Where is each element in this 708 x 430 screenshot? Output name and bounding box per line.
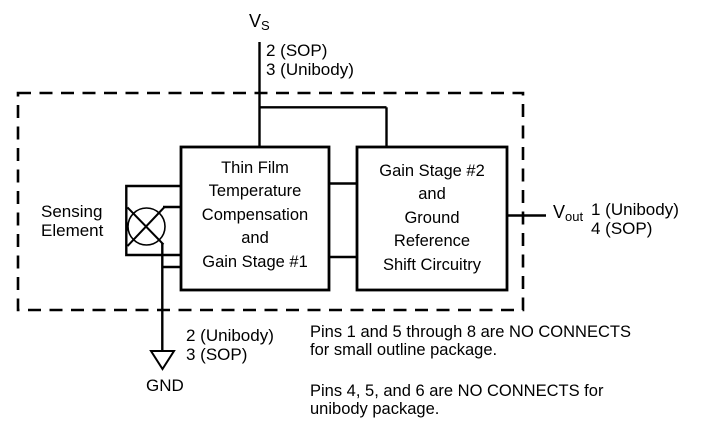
- block2-line5: Shift Circuitry: [382, 255, 482, 274]
- sensing-element-label-line2: Element: [41, 220, 104, 240]
- vs-label-main: V: [249, 11, 262, 31]
- bridge-circle-icon: [127, 207, 166, 246]
- vs-pin-sop: 2 (SOP): [266, 41, 328, 60]
- block2-box: [355, 145, 509, 292]
- block2-label: Gain Stage #2 and Ground Reference Shift…: [357, 147, 507, 290]
- gnd-pin-sop: 3 (SOP): [186, 344, 248, 364]
- vout-pin-list: 1 (Unibody) 4 (SOP): [591, 200, 679, 238]
- vout-label: Vout: [553, 202, 583, 224]
- block1-line1: Thin Film: [221, 158, 289, 177]
- vs-label-subscript: S: [261, 18, 270, 33]
- block2-line3: Ground: [404, 208, 460, 227]
- vs-pin-list: 2 (SOP) 3 (Unibody): [266, 41, 354, 79]
- package-boundary-dashed-border: [16, 91, 525, 312]
- block2-line2: and: [418, 185, 446, 204]
- vs-pin-unibody: 3 (Unibody): [266, 59, 354, 79]
- block1-label: Thin Film Temperature Compensation and G…: [181, 147, 329, 290]
- block1-line4: and: [241, 229, 269, 248]
- sensing-element-label-line1: Sensing: [41, 202, 103, 221]
- pin-notes: Pins 1 and 5 through 8 are NO CONNECTS f…: [310, 323, 631, 418]
- note-unibody-line1: Pins 4, 5, and 6 are NO CONNECTS for: [310, 382, 604, 400]
- note-sop-line1: Pins 1 and 5 through 8 are NO CONNECTS: [310, 323, 631, 341]
- note-unibody-line2: unibody package.: [310, 399, 440, 418]
- vs-label: VS: [249, 11, 270, 33]
- gnd-label: GND: [146, 376, 184, 395]
- sensing-element-label: Sensing Element: [41, 202, 104, 240]
- block2-line4: Reference: [393, 232, 471, 251]
- block1-box: [179, 145, 331, 292]
- note-unibody: Pins 4, 5, and 6 are NO CONNECTS for uni…: [310, 382, 631, 418]
- gnd-symbol-icon: [149, 350, 176, 371]
- gnd-pin-list: 2 (Unibody) 3 (SOP): [186, 326, 274, 364]
- vout-label-main: V: [553, 202, 566, 222]
- block1-line2: Temperature: [208, 182, 302, 201]
- note-sop: Pins 1 and 5 through 8 are NO CONNECTS f…: [310, 323, 631, 359]
- vout-pin-unibody: 1 (Unibody): [591, 200, 679, 219]
- block1-line5: Gain Stage #1: [202, 252, 308, 271]
- vout-pin-sop: 4 (SOP): [591, 218, 653, 238]
- block2-line1: Gain Stage #2: [379, 161, 485, 180]
- note-sop-line2: for small outline package.: [310, 340, 498, 359]
- block1-line3: Compensation: [201, 205, 309, 224]
- gnd-pin-unibody: 2 (Unibody): [186, 326, 274, 345]
- vout-label-subscript: out: [565, 209, 584, 224]
- bridge-bracket-wire: [125, 184, 182, 257]
